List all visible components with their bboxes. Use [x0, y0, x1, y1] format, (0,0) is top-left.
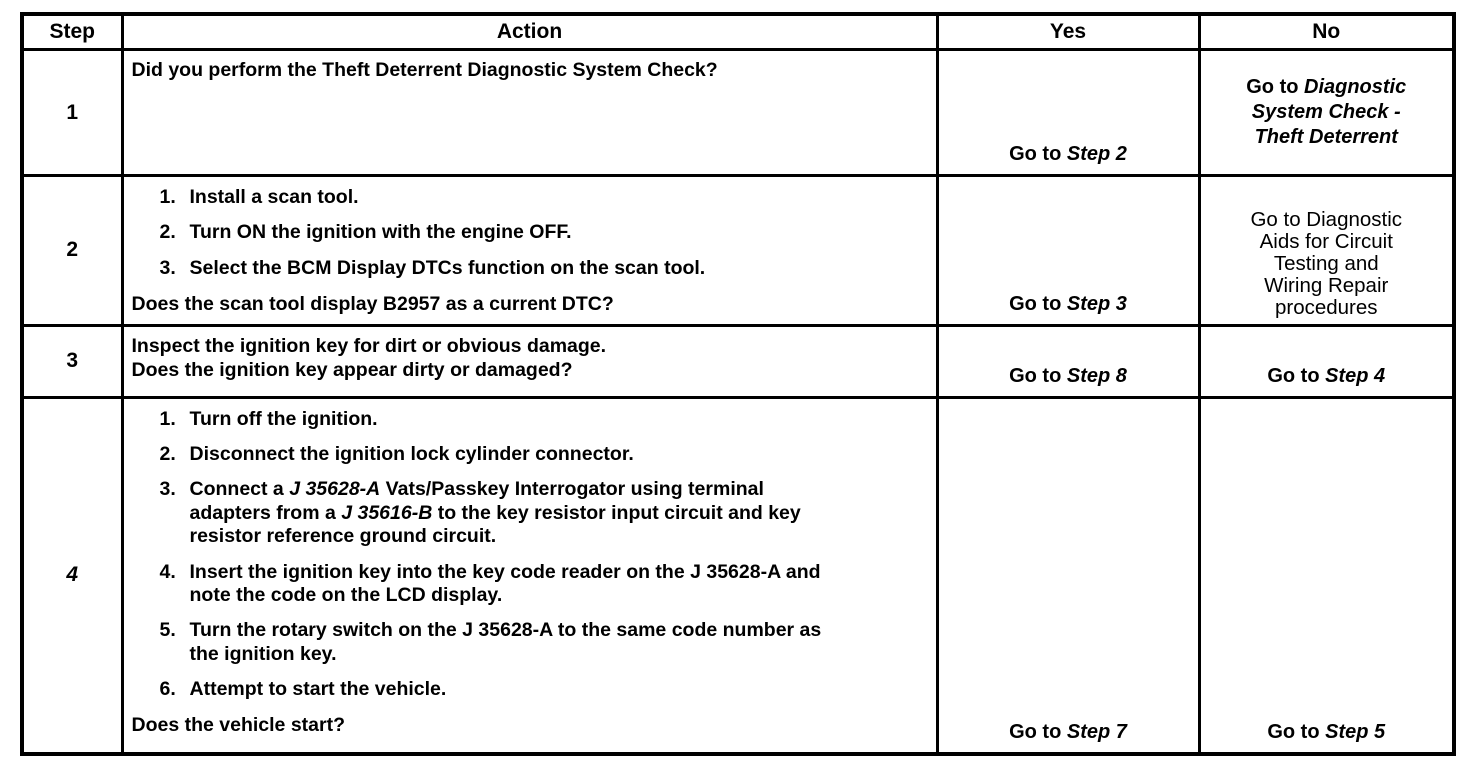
no-cell: Go to Step 5: [1197, 395, 1456, 756]
text-segment: Does the ignition key appear dirty or da…: [131, 358, 573, 381]
action-step-item: Insert the ignition key into the key cod…: [160, 560, 835, 608]
table-row: 4 Turn off the ignition. Disconnect the ig…: [20, 395, 1456, 756]
italic-text-segment: Step 3: [1066, 292, 1127, 315]
action-cell: Turn off the ignition. Disconnect the ign…: [120, 395, 939, 756]
action-step-item: Attempt to start the vehicle.: [160, 678, 835, 702]
text-segment: Go to: [1267, 364, 1326, 387]
table-header-row: Step Action Yes No: [20, 12, 1456, 51]
italic-text-segment: Step 7: [1066, 721, 1127, 744]
step-number-cell: 3: [20, 323, 124, 399]
action-content: Inspect the ignition key for dirt or obv…: [132, 331, 926, 386]
action-cell: Install a scan tool. Turn ON the ignition…: [120, 174, 939, 327]
italic-text-segment: Step 5: [1325, 721, 1386, 744]
italic-text-segment: Step 2: [1066, 143, 1127, 165]
goto-text: Go to Step 7: [947, 720, 1190, 744]
action-step-item: Connect a J 35628-A Vats/Passkey Interro…: [160, 478, 835, 548]
step-number-cell: 1: [20, 48, 124, 177]
action-content: Turn off the ignition. Disconnect the ign…: [132, 403, 926, 741]
goto-text: Go to Step 8: [947, 364, 1190, 388]
text-segment: Insert the ignition key into the key cod…: [189, 560, 821, 606]
column-header-yes: Yes: [935, 12, 1201, 51]
text-segment: Go to: [1009, 143, 1067, 165]
no-cell: Go to Step 4: [1197, 323, 1456, 399]
italic-text-segment: Step 8: [1066, 364, 1127, 387]
text-segment: Does the scan tool display B2957 as a cu…: [131, 293, 614, 316]
yes-cell: Go to Step 7: [935, 395, 1201, 756]
text-segment: Did you perform the Theft Deterrent Diag…: [131, 59, 718, 81]
action-step-item: Turn the rotary switch on the J 35628-A …: [160, 619, 835, 666]
action-question: Does the vehicle start?: [132, 713, 926, 740]
table-row: 2 Install a scan tool. Turn ON the ignitio…: [20, 174, 1456, 327]
action-question: Does the ignition key appear dirty or da…: [132, 358, 926, 385]
text-segment: Go to: [1267, 721, 1326, 744]
goto-text: Go to Step 2: [947, 142, 1190, 166]
text-segment: to the key resistor input circuit and ke…: [189, 501, 801, 548]
text-segment: Select the BCM Display DTCs function on …: [189, 256, 706, 279]
text-segment: Inspect the ignition key for dirt or obv…: [131, 334, 607, 357]
action-content: Did you perform the Theft Deterrent Diag…: [132, 55, 926, 82]
text-segment: Go to Diagnostic Aids for Circuit Testin…: [1250, 207, 1403, 319]
text-segment: Go to: [1009, 364, 1067, 387]
goto-text: Go to Diagnostic System Check - Theft De…: [1231, 75, 1421, 150]
step-number-cell: 2: [20, 174, 124, 327]
action-step-item: Install a scan tool.: [160, 186, 835, 210]
text-segment: Connect a: [189, 478, 290, 501]
action-step-item: Turn off the ignition.: [160, 407, 835, 432]
action-step-list: Install a scan tool. Turn ON the ignition…: [132, 186, 926, 292]
action-cell: Did you perform the Theft Deterrent Diag…: [120, 48, 939, 177]
action-intro: Inspect the ignition key for dirt or obv…: [132, 331, 926, 358]
text-segment: Turn off the ignition.: [189, 407, 378, 430]
table-body: 1 Did you perform the Theft Deterrent Dia…: [20, 48, 1456, 756]
yes-cell: Go to Step 2: [935, 48, 1201, 177]
no-cell: Go to Diagnostic Aids for Circuit Testin…: [1197, 174, 1456, 327]
action-step-item: Disconnect the ignition lock cylinder co…: [160, 442, 835, 467]
text-segment: Attempt to start the vehicle.: [189, 678, 447, 701]
action-question: Does the scan tool display B2957 as a cu…: [132, 292, 926, 319]
text-segment: Does the vehicle start?: [131, 714, 346, 737]
table-row: 1 Did you perform the Theft Deterrent Dia…: [20, 48, 1456, 177]
no-cell: Go to Diagnostic System Check - Theft De…: [1197, 48, 1456, 177]
text-segment: Go to: [1009, 292, 1067, 315]
text-segment: Install a scan tool.: [189, 186, 359, 208]
goto-text: Go to Diagnostic Aids for Circuit Testin…: [1250, 209, 1402, 319]
table-row: 3 Inspect the ignition key for dirt or ob…: [20, 323, 1456, 399]
italic-text-segment: J 35616-B: [341, 501, 433, 524]
yes-cell: Go to Step 8: [935, 323, 1201, 399]
text-segment: Turn ON the ignition with the engine OFF…: [189, 221, 572, 244]
action-intro: Did you perform the Theft Deterrent Diag…: [132, 55, 926, 82]
column-header-no: No: [1197, 12, 1456, 51]
action-content: Install a scan tool. Turn ON the ignition…: [132, 181, 926, 320]
action-cell: Inspect the ignition key for dirt or obv…: [120, 323, 939, 399]
goto-text: Go to Step 3: [947, 292, 1190, 316]
goto-text: Go to Step 5: [1209, 720, 1445, 744]
goto-text: Go to Step 4: [1209, 364, 1445, 388]
action-step-list: Turn off the ignition. Disconnect the ign…: [132, 408, 926, 714]
italic-text-segment: Diagnostic System Check - Theft Deterren…: [1251, 76, 1407, 148]
text-segment: Vats/Passkey Interrogator using terminal…: [189, 478, 764, 524]
text-segment: Turn the rotary switch on the J 35628-A …: [189, 619, 822, 665]
diagnostic-table: Step Action Yes No 1 Did you perform the …: [20, 12, 1456, 757]
step-number-cell: 4: [20, 395, 124, 756]
column-header-action: Action: [120, 12, 939, 51]
text-segment: Go to: [1246, 76, 1304, 98]
yes-cell: Go to Step 3: [935, 174, 1201, 327]
action-step-item: Select the BCM Display DTCs function on …: [160, 256, 835, 281]
column-header-step: Step: [20, 12, 124, 51]
text-segment: Disconnect the ignition lock cylinder co…: [189, 442, 634, 465]
italic-text-segment: J 35628-A: [289, 478, 381, 501]
italic-text-segment: Step 4: [1325, 364, 1386, 387]
text-segment: Go to: [1009, 721, 1067, 744]
action-step-item: Turn ON the ignition with the engine OFF…: [160, 221, 835, 245]
